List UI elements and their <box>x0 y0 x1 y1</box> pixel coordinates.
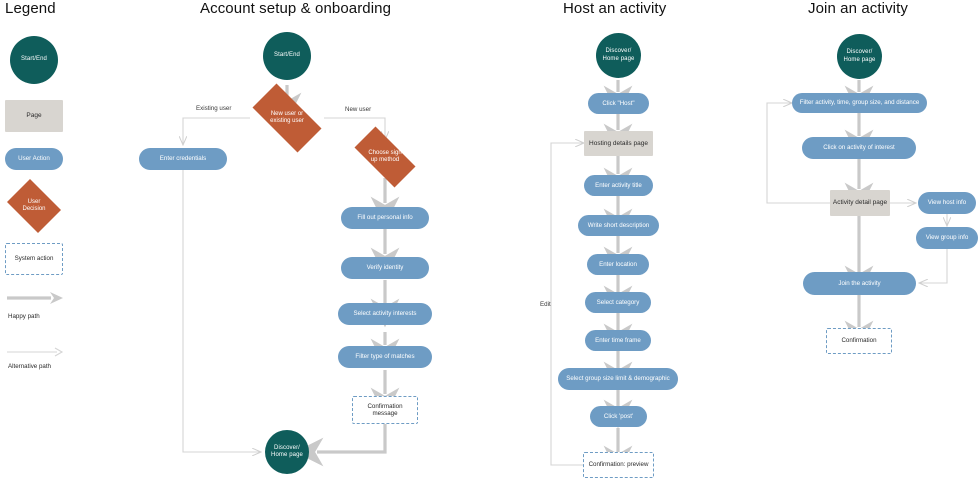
join-join-the-activity[interactable]: Join the activity <box>803 272 916 295</box>
join-view-group-info[interactable]: View group info <box>916 227 978 249</box>
host-select-group-size[interactable]: Select group size limit & demographic <box>558 368 678 390</box>
onboarding-decision-user-type-label: New user or existing user <box>270 110 304 124</box>
legend-happy-arrow-icon <box>7 292 63 304</box>
edge-label-new-user: New user <box>345 106 372 113</box>
onboarding-select-interests[interactable]: Select activity interests <box>338 303 432 325</box>
host-write-short-description[interactable]: Write short description <box>578 215 659 236</box>
onboarding-filter-matches[interactable]: Filter type of matches <box>338 346 432 368</box>
host-enter-time-frame[interactable]: Enter time frame <box>585 330 651 351</box>
host-discover-home[interactable]: Discover/ Home page <box>596 33 641 78</box>
column-title-legend: Legend <box>5 0 56 17</box>
legend-swatch-decision: User Decision <box>3 179 65 233</box>
host-click-host[interactable]: Click "Host" <box>588 93 649 114</box>
host-enter-location[interactable]: Enter location <box>587 254 649 275</box>
host-click-post[interactable]: Click 'post' <box>590 406 647 427</box>
legend-swatch-page: Page <box>5 100 63 132</box>
onboarding-confirmation-message[interactable]: Confirmation message <box>352 396 418 424</box>
host-enter-activity-title[interactable]: Enter activity title <box>584 175 653 196</box>
onboarding-merge-edge <box>294 423 387 467</box>
legend-swatch-action: User Action <box>5 148 63 170</box>
onboarding-enter-credentials[interactable]: Enter credentials <box>139 148 227 170</box>
column-title-join: Join an activity <box>808 0 908 17</box>
join-discover-home[interactable]: Discover/ Home page <box>837 34 882 79</box>
legend-label-happy-path: Happy path <box>8 313 40 320</box>
edge-label-edit: Edit <box>540 301 551 308</box>
edge-label-existing-user: Existing user <box>196 105 232 112</box>
legend-label-alternative-path: Alternative path <box>8 363 51 370</box>
legend-swatch-decision-label: User Decision <box>22 198 46 212</box>
onboarding-discover-home[interactable]: Discover/ Home page <box>265 430 309 474</box>
column-title-onboarding: Account setup & onboarding <box>200 0 392 17</box>
join-click-activity[interactable]: Click on activity of interest <box>802 137 916 159</box>
legend-alternative-arrow-icon <box>7 347 64 357</box>
join-filter-activity[interactable]: Filter activity, time, group size, and d… <box>792 93 927 113</box>
column-title-host: Host an activity <box>563 0 667 17</box>
join-view-host-info[interactable]: View host info <box>918 192 976 214</box>
onboarding-fill-personal-info[interactable]: Fill out personal info <box>341 207 429 229</box>
host-select-category[interactable]: Select category <box>585 292 651 313</box>
onboarding-decision-signup-method-label: Choose sign up method <box>368 149 402 163</box>
onboarding-verify-identity[interactable]: Verify identity <box>341 257 429 279</box>
host-hosting-details-page[interactable]: Hosting details page <box>584 131 653 156</box>
onboarding-decision-user-type[interactable]: New user or existing user <box>242 83 332 153</box>
legend-swatch-terminal: Start/End <box>10 36 58 84</box>
onboarding-decision-signup-method[interactable]: Choose sign up method <box>345 126 425 188</box>
join-activity-detail-page[interactable]: Activity detail page <box>830 190 890 216</box>
join-confirmation[interactable]: Confirmation <box>826 328 892 354</box>
legend-swatch-system: System action <box>5 243 63 275</box>
onboarding-start-node[interactable]: Start/End <box>263 32 311 80</box>
host-confirmation-preview[interactable]: Confirmation: preview <box>583 452 654 478</box>
